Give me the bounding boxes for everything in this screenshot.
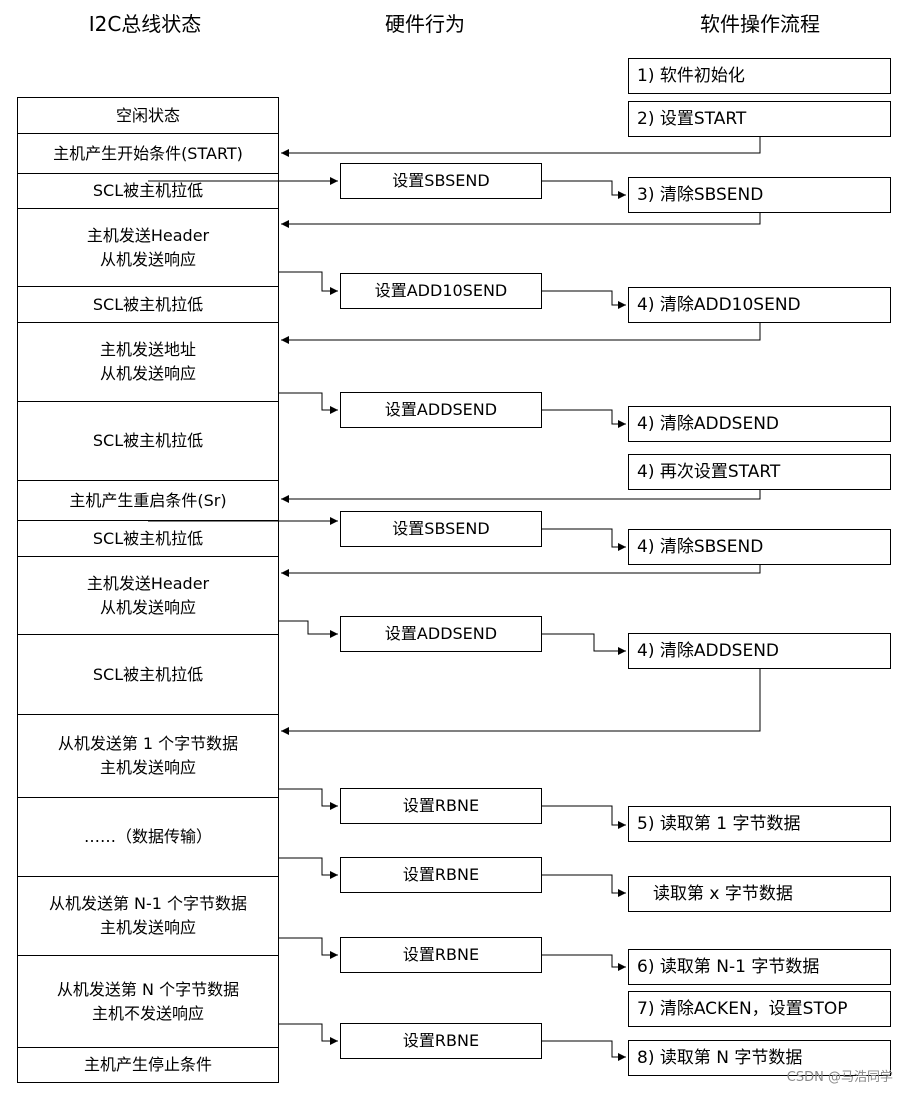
- hw-set-rbne: 设置RBNE: [340, 788, 542, 824]
- arrow: [279, 937, 338, 959]
- watermark: CSDN @马浩同学: [786, 1070, 893, 1085]
- arrow: [542, 954, 626, 971]
- bus-state-byte-1: 从机发送第 1 个字节数据 主机发送响应: [17, 714, 279, 798]
- arrow: [279, 1023, 338, 1045]
- bus-state-header: I2C总线状态: [88, 12, 202, 36]
- arrow: [542, 290, 626, 309]
- arrow: [279, 271, 338, 295]
- bus-state-scl-low: SCL被主机拉低: [17, 401, 279, 481]
- arrow: [542, 874, 626, 897]
- arrow: [281, 137, 761, 157]
- sw-clear-addsend: 4) 清除ADDSEND: [628, 406, 891, 442]
- arrow: [542, 805, 626, 829]
- arrow: [542, 1040, 626, 1061]
- arrow: [281, 565, 761, 577]
- bus-state-restart: 主机产生重启条件(Sr): [17, 480, 279, 521]
- hardware-header: 硬件行为: [385, 12, 465, 36]
- arrow: [279, 788, 338, 810]
- bus-state-data-transfer: ……（数据传输）: [17, 797, 279, 877]
- hw-set-rbne: 设置RBNE: [340, 1023, 542, 1059]
- hw-set-sbsend: 设置SBSEND: [340, 163, 542, 199]
- hw-set-addsend: 设置ADDSEND: [340, 392, 542, 428]
- bus-state-header: 主机发送Header 从机发送响应: [17, 208, 279, 287]
- bus-state-address: 主机发送地址 从机发送响应: [17, 322, 279, 402]
- hw-set-rbne: 设置RBNE: [340, 857, 542, 893]
- arrow: [281, 323, 761, 344]
- hw-set-sbsend: 设置SBSEND: [340, 511, 542, 547]
- bus-state-byte-n-minus-1: 从机发送第 N-1 个字节数据 主机发送响应: [17, 876, 279, 956]
- arrow: [281, 669, 761, 735]
- hw-set-add10send: 设置ADD10SEND: [340, 273, 542, 309]
- bus-state-stop: 主机产生停止条件: [17, 1047, 279, 1083]
- arrow: [281, 490, 761, 503]
- sw-read-byte-x: 读取第 x 字节数据: [628, 876, 891, 912]
- sw-clear-sbsend: 3) 清除SBSEND: [628, 177, 891, 213]
- arrow: [279, 857, 338, 879]
- arrow: [542, 528, 626, 551]
- bus-state-start: 主机产生开始条件(START): [17, 133, 279, 174]
- sw-set-start-again: 4) 再次设置START: [628, 454, 891, 490]
- arrow: [542, 409, 626, 428]
- sw-clear-addsend: 4) 清除ADDSEND: [628, 633, 891, 669]
- arrow: [542, 180, 626, 199]
- hw-set-addsend: 设置ADDSEND: [340, 616, 542, 652]
- arrow: [279, 620, 338, 638]
- sw-read-byte-1: 5) 读取第 1 字节数据: [628, 806, 891, 842]
- arrow: [542, 633, 626, 655]
- sw-clear-add10send: 4) 清除ADD10SEND: [628, 287, 891, 323]
- arrow: [279, 392, 338, 414]
- bus-state-byte-n: 从机发送第 N 个字节数据 主机不发送响应: [17, 955, 279, 1048]
- sw-clear-acken-set-stop: 7) 清除ACKEN，设置STOP: [628, 991, 891, 1027]
- sw-clear-sbsend: 4) 清除SBSEND: [628, 529, 891, 565]
- sw-set-start: 2) 设置START: [628, 101, 891, 137]
- bus-state-scl-low: SCL被主机拉低: [17, 634, 279, 715]
- bus-state-scl-low: SCL被主机拉低: [17, 286, 279, 323]
- arrow: [281, 213, 761, 228]
- bus-state-scl-low: SCL被主机拉低: [17, 173, 279, 209]
- sw-read-byte-n: 8) 读取第 N 字节数据: [628, 1040, 891, 1076]
- sw-read-byte-n-minus-1: 6) 读取第 N-1 字节数据: [628, 949, 891, 985]
- hw-set-rbne: 设置RBNE: [340, 937, 542, 973]
- sw-init: 1) 软件初始化: [628, 58, 891, 94]
- software-header: 软件操作流程: [700, 12, 820, 36]
